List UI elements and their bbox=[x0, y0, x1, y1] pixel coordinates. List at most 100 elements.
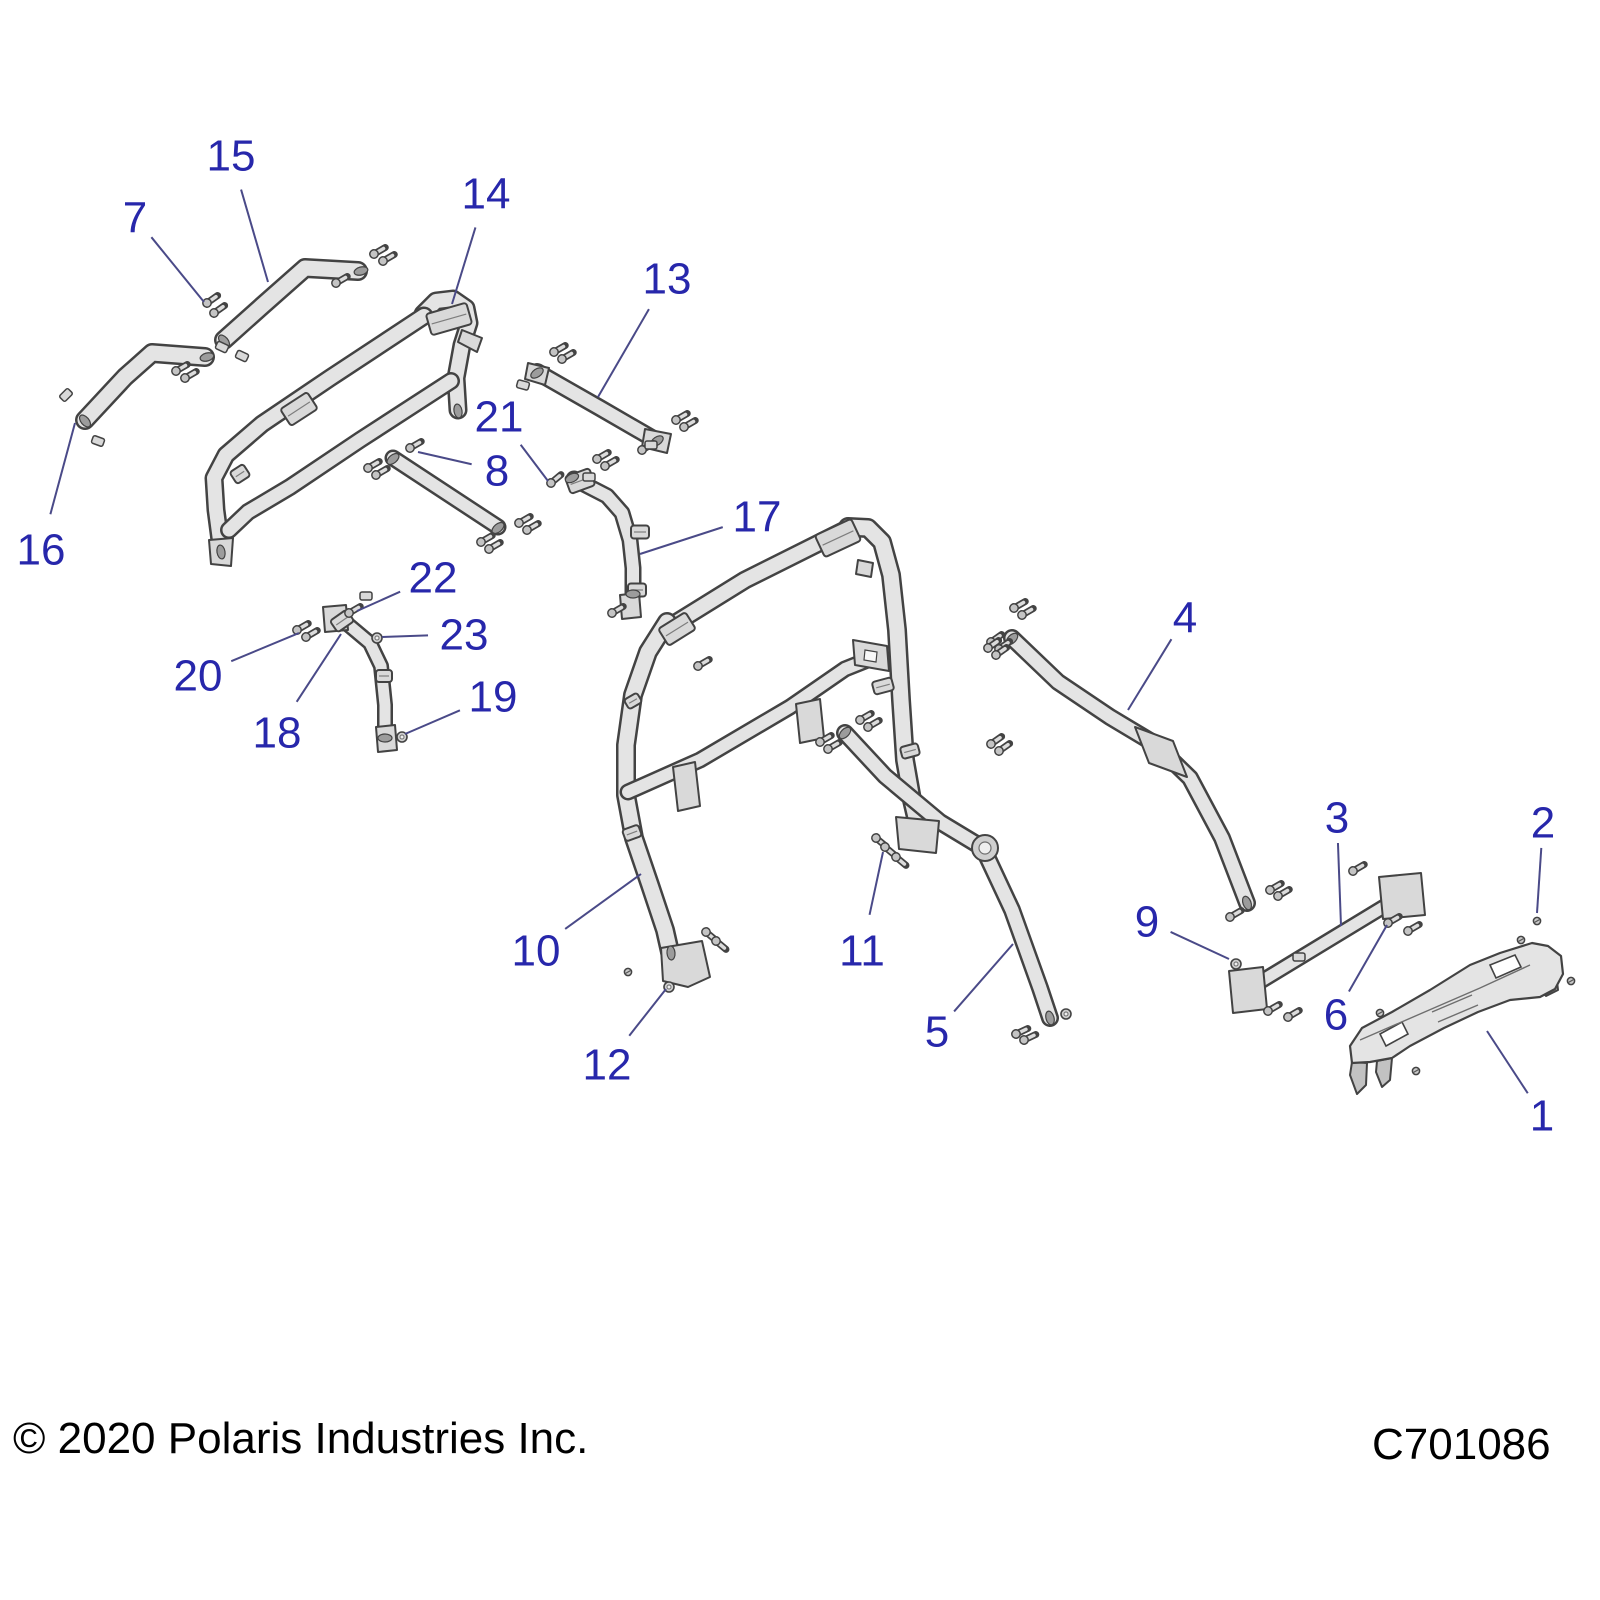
bolt-part bbox=[209, 308, 219, 318]
leader-line-12 bbox=[628, 988, 667, 1037]
bolt-part bbox=[983, 643, 993, 653]
bolt-fastener bbox=[378, 251, 398, 266]
bolt-part bbox=[405, 443, 415, 453]
bracket-3-upper bbox=[1378, 872, 1426, 920]
bolt-part bbox=[1225, 912, 1235, 922]
bolt-fastener bbox=[331, 273, 351, 288]
bolt-fastener bbox=[363, 458, 383, 473]
tube-end bbox=[530, 367, 544, 379]
callout-4: 4 bbox=[1173, 593, 1197, 642]
bolt-fastener bbox=[405, 438, 425, 453]
nut-part bbox=[1233, 961, 1239, 967]
fascia-hole-1 bbox=[1488, 953, 1523, 980]
clip-fastener bbox=[515, 379, 531, 391]
nut-part bbox=[666, 984, 672, 990]
tube-end bbox=[564, 472, 580, 484]
callout-21: 21 bbox=[475, 392, 524, 441]
bolt-part bbox=[1263, 1006, 1273, 1016]
bolt-fastener bbox=[815, 732, 835, 747]
bolt-fastener bbox=[1263, 1001, 1283, 1016]
bolt-part bbox=[863, 722, 873, 732]
bolt-part bbox=[549, 347, 559, 357]
copyright-text: © 2020 Polaris Industries Inc. bbox=[13, 1414, 589, 1463]
callout-16: 16 bbox=[17, 525, 66, 574]
leader-line-14 bbox=[451, 227, 477, 305]
bolt-fastener bbox=[202, 292, 222, 308]
callout-7: 7 bbox=[123, 193, 147, 242]
bolt-part bbox=[701, 927, 711, 937]
strap-b bbox=[795, 698, 825, 744]
fascia-crease bbox=[1359, 964, 1531, 1041]
callout-19: 19 bbox=[469, 672, 518, 721]
tube-end bbox=[838, 726, 852, 740]
tube-end bbox=[625, 589, 641, 599]
bolt-fastener bbox=[180, 368, 200, 383]
bolt-fastener bbox=[344, 603, 364, 618]
tube-16 bbox=[77, 345, 213, 428]
callout-9: 9 bbox=[1135, 897, 1159, 946]
leader-line-15 bbox=[240, 189, 269, 283]
bolt-part bbox=[880, 842, 890, 852]
bolt-part bbox=[1265, 885, 1275, 895]
clip-14-u-seam bbox=[235, 470, 245, 478]
bolt-fastener bbox=[823, 739, 843, 754]
bolt-fastener bbox=[557, 349, 577, 364]
tube-end bbox=[453, 403, 463, 419]
diagram-code: C701086 bbox=[1372, 1420, 1551, 1469]
leader-line-8 bbox=[417, 451, 472, 466]
bolt-part bbox=[693, 661, 703, 671]
nut-part bbox=[1063, 1011, 1069, 1017]
bolt-part bbox=[378, 256, 388, 266]
tube-end bbox=[377, 733, 393, 743]
callout-13: 13 bbox=[643, 254, 692, 303]
bracket-3-lower bbox=[1228, 966, 1268, 1014]
leader-line-17 bbox=[639, 526, 724, 555]
bolt-part bbox=[371, 470, 381, 480]
clip-fastener bbox=[359, 591, 373, 601]
leader-line-22 bbox=[356, 590, 401, 612]
clip-fastener bbox=[214, 340, 230, 354]
tube-5-upper bbox=[838, 726, 990, 855]
nut-part bbox=[399, 734, 405, 740]
bolt-fastener bbox=[1225, 907, 1245, 922]
bolt-part bbox=[514, 518, 524, 528]
tube-15 bbox=[216, 260, 366, 348]
screw-fastener bbox=[1411, 1066, 1421, 1076]
bolt-fastener bbox=[1383, 913, 1403, 928]
clip-fastener bbox=[90, 435, 106, 447]
bolt-part bbox=[986, 739, 996, 749]
tube-5-lower bbox=[976, 841, 1057, 1025]
bolt-fastener bbox=[1273, 886, 1293, 901]
bolt-part bbox=[369, 249, 379, 259]
bolt-part bbox=[1403, 926, 1413, 936]
tube-end bbox=[1045, 1010, 1055, 1026]
bolt-part bbox=[991, 650, 1001, 660]
leader-line-18 bbox=[295, 633, 342, 703]
bolt-fastener bbox=[671, 410, 691, 425]
bolt-part bbox=[1348, 866, 1358, 876]
clip-part bbox=[582, 472, 596, 482]
bolt-fastener bbox=[1011, 1025, 1032, 1039]
bolt-part bbox=[607, 608, 617, 618]
bolt-part bbox=[592, 454, 602, 464]
bolt-fastener bbox=[607, 603, 627, 618]
bolt-part bbox=[171, 366, 181, 376]
frame14-lower-rail bbox=[222, 374, 458, 537]
tube5-boss-hole bbox=[978, 841, 992, 855]
bolt-fastener bbox=[476, 532, 496, 547]
bolt-fastener bbox=[1403, 921, 1423, 936]
bolt-fastener bbox=[369, 244, 389, 259]
callout-5: 5 bbox=[925, 1007, 949, 1056]
leader-line-7 bbox=[150, 236, 205, 303]
leader-line-4 bbox=[1127, 638, 1173, 711]
bolt-fastener bbox=[1019, 1031, 1040, 1045]
bolt-fastener bbox=[549, 342, 569, 357]
bolt-fastener bbox=[693, 656, 713, 671]
bolt-part bbox=[679, 422, 689, 432]
bolt-part bbox=[522, 525, 532, 535]
clip-fastener bbox=[234, 349, 250, 363]
nut-fastener bbox=[371, 632, 383, 644]
clamp-14-hook-seam bbox=[431, 313, 467, 325]
fascia-flap-1 bbox=[1349, 1061, 1368, 1095]
bolt-fastener bbox=[171, 361, 191, 376]
